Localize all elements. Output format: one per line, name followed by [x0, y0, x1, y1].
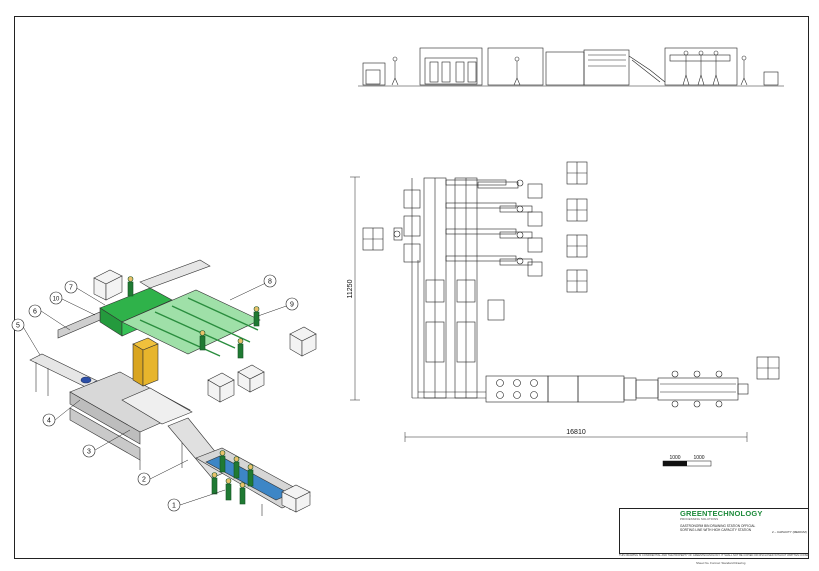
- scale-label-left: 1000: [669, 455, 680, 461]
- scale-label-right: 1000: [693, 455, 704, 461]
- dimension-height: 11250: [347, 279, 354, 298]
- callouts: [21, 280, 293, 506]
- callout-7: 7: [64, 280, 78, 294]
- sheet-format: Sheet No. Format: Standard Drawing: [696, 561, 746, 565]
- svg-text:3: 3: [87, 449, 91, 456]
- dimension-width: 16810: [566, 429, 586, 436]
- callout-6: 6: [28, 304, 42, 318]
- svg-text:9: 9: [290, 302, 294, 309]
- svg-text:1: 1: [172, 503, 176, 510]
- drawing-frame: [14, 16, 809, 559]
- title-block: [619, 508, 809, 554]
- elevation-view: [358, 47, 784, 87]
- callout-1: 1: [167, 498, 181, 512]
- callout-3: 3: [82, 444, 96, 458]
- company-subtitle: PROCESSING SOLUTIONS: [680, 517, 719, 521]
- callout-2: 2: [137, 472, 151, 486]
- drawing-description: GASTRONORM BIN DRAINING STATION OFFICIAL…: [680, 524, 756, 532]
- callout-8: 8: [263, 274, 277, 288]
- svg-text:2: 2: [142, 477, 146, 484]
- svg-text:5: 5: [16, 323, 20, 330]
- revision-note: 2 – CAPACITY (MEDIUM): [772, 530, 807, 534]
- svg-text:7: 7: [69, 285, 73, 292]
- svg-text:4: 4: [47, 418, 51, 425]
- scale-bar: 1000 1000: [662, 455, 712, 467]
- svg-text:10: 10: [53, 297, 60, 303]
- svg-text:8: 8: [268, 279, 272, 286]
- dimension-lines: [350, 176, 748, 442]
- callout-5: 5: [11, 318, 25, 332]
- callout-4: 4: [42, 413, 56, 427]
- callout-9: 9: [285, 297, 299, 311]
- isometric-view: [29, 259, 317, 516]
- callout-10: 10: [49, 291, 63, 305]
- plan-view: [362, 161, 780, 408]
- confidential-notice: THIS DRAWING IS CONFIDENTIAL AND THE PRO…: [619, 554, 809, 557]
- svg-text:6: 6: [33, 309, 37, 316]
- company-logo: GREENTECHNOLOGY: [680, 509, 763, 518]
